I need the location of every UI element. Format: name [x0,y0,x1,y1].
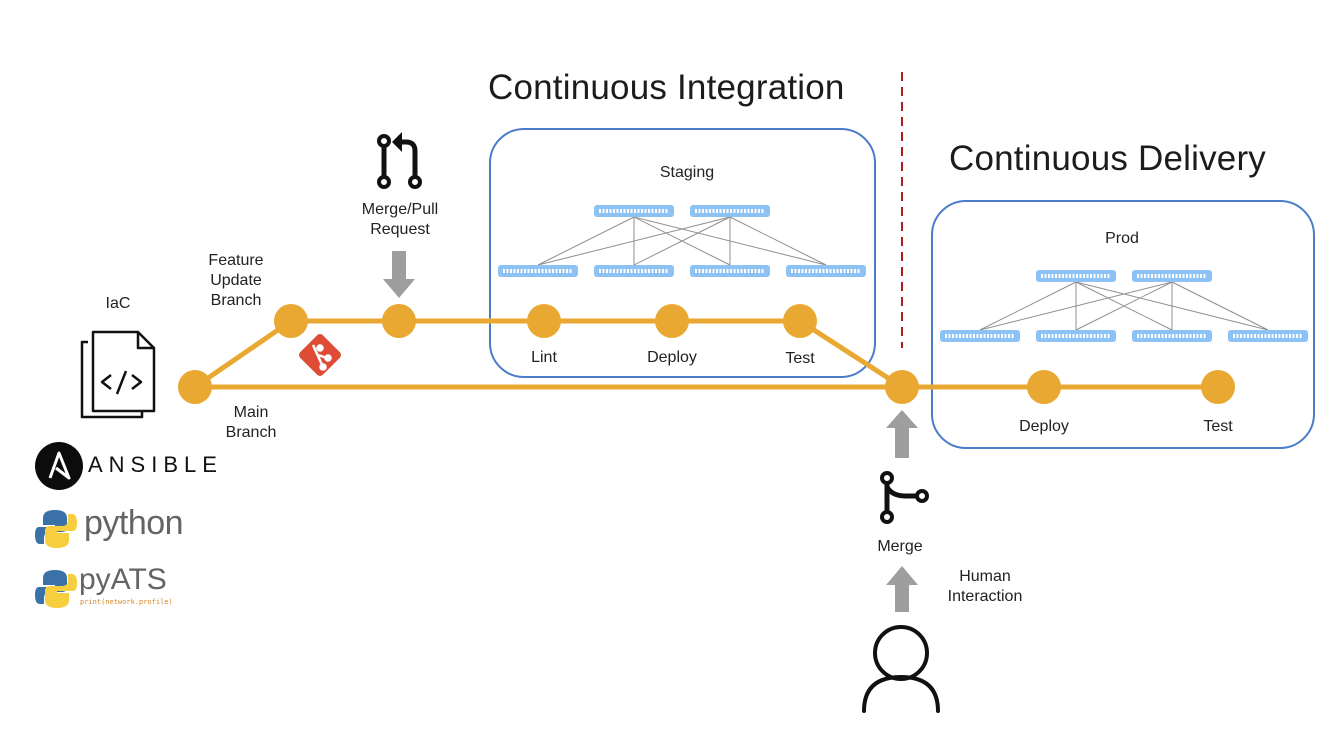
staging-topology [498,205,866,277]
topology-link [979,281,1173,331]
staging-title: Staging [659,164,715,181]
topology-link [729,216,827,266]
iac-label: IaC [105,295,131,312]
topology-link [979,281,1077,331]
ansible-wordmark: ANSIBLE [88,452,223,477]
staging-stage-label: Test [785,350,815,367]
feature-branch-node[interactable] [274,304,308,338]
prod-environment-box [931,200,1315,449]
prod-title: Prod [1105,230,1139,247]
pull-request-node[interactable] [382,304,416,338]
cd-title: Continuous Delivery [949,139,1267,178]
python-logo-icon [35,510,77,548]
pull-request-icon [377,134,422,189]
pull-request-arrow-icon [383,251,415,298]
person-icon [862,625,940,713]
ansible-logo-icon [35,442,83,490]
python-wordmark: python [84,504,184,542]
prod-stage-label: Test [1203,418,1233,435]
main-branch-label: Main Branch [225,404,277,441]
human-interaction-label: Human Interaction [947,568,1023,605]
topology-link [633,216,731,266]
ci-title: Continuous Integration [488,68,845,107]
staging-stage-label: Deploy [647,349,697,366]
human-up-arrow-icon [886,566,918,612]
staging-deploy-node[interactable] [655,304,689,338]
topology-link [1075,281,1173,331]
code-file-icon [80,330,156,419]
staging-lint-node[interactable] [527,304,561,338]
staging-environment-box [489,128,876,378]
git-merge-icon [880,471,929,524]
topology-link [537,216,635,266]
topology-link [1171,281,1269,331]
pull-request-label: Merge/Pull Request [361,201,439,238]
prod-deploy-node[interactable] [1027,370,1061,404]
pyats-wordmark: pyATS [79,563,167,596]
branch-out-line [192,318,294,390]
staging-test-node[interactable] [783,304,817,338]
pyats-logo-icon [35,570,77,608]
prod-test-node[interactable] [1201,370,1235,404]
topology-link [537,216,731,266]
pipeline-nodes [178,304,1235,404]
git-branch-glyph [311,344,332,371]
pull-request-arrowhead [392,132,402,152]
prod-stage-label: Deploy [1019,418,1069,435]
merge-node[interactable] [885,370,919,404]
merge-back-line [797,318,905,390]
pyats-tagline: print(network.profile) [80,598,173,606]
merge-up-arrow-icon [886,410,918,458]
prod-topology [940,270,1308,342]
feature-branch-label: Feature Update Branch [208,252,264,309]
staging-stage-label: Lint [531,349,557,366]
main-branch-node[interactable] [178,370,212,404]
merge-label: Merge [877,538,923,555]
